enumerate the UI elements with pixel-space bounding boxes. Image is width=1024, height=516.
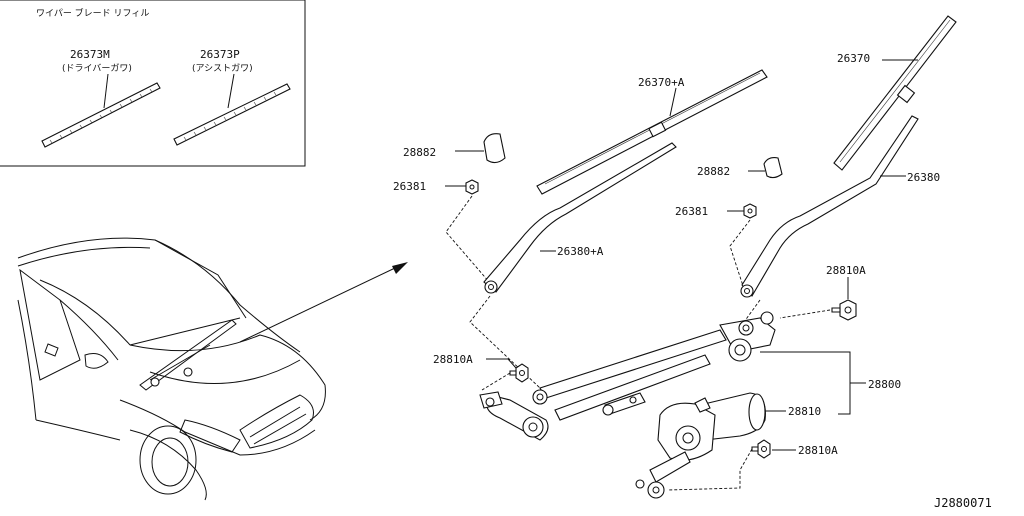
wiper-motor: [635, 392, 766, 499]
label-blade-right: 26370: [837, 52, 870, 65]
label-cap-left: 28882: [403, 146, 436, 159]
label-refill-driver-note: (ドライバーガワ): [62, 63, 132, 74]
nut-left: [465, 179, 479, 195]
wiper-blade-right: [833, 15, 957, 171]
bolt-bottom-right: [751, 439, 771, 459]
leader-bolt-left-2: [507, 358, 517, 369]
refill-strip-assist: [173, 83, 291, 146]
dashed-guide-arm-left: [469, 295, 541, 389]
bolt-top-right: [831, 299, 857, 321]
bolt-left: [509, 363, 529, 383]
label-arm-left: 26380+A: [557, 245, 604, 258]
label-arm-right: 26380: [907, 171, 940, 184]
label-blade-left: 26370+A: [638, 76, 685, 89]
dashed-guide-bolt-bottom-right: [667, 448, 753, 491]
label-bolt-top-right: 28810A: [826, 264, 866, 277]
label-cap-right: 28882: [697, 165, 730, 178]
label-bolt-left: 28810A: [433, 353, 473, 366]
wiper-blade-left: [536, 69, 768, 195]
label-nut-left: 26381: [393, 180, 426, 193]
inset-border: [0, 0, 306, 167]
pointer-line: [239, 267, 396, 343]
diagram-id: J2880071: [934, 496, 992, 510]
label-refill-driver: 26373M: [70, 48, 110, 61]
leader-blade-left: [669, 87, 677, 117]
label-motor: 28810: [788, 405, 821, 418]
refill-inset: ワイパー ブレード リフィル 26373M (ドライバーガワ) 26373P (…: [0, 0, 306, 167]
dashed-guide-bolt-top-right: [779, 309, 831, 319]
dashed-guide-nut-left: [445, 195, 491, 284]
wiper-arm-left: [483, 142, 677, 294]
leader-refill-assist: [227, 73, 235, 109]
label-assembly: 28800: [868, 378, 901, 391]
arrow-head-icon: [392, 262, 408, 274]
refill-strip-driver: [41, 82, 161, 148]
label-refill-assist-note: (アシストガワ): [192, 63, 253, 74]
label-bolt-bottom-right: 28810A: [798, 444, 838, 457]
dashed-guide-nut-right: [729, 219, 751, 293]
inset-title: ワイパー ブレード リフィル: [36, 7, 149, 19]
label-refill-assist: 26373P: [200, 48, 240, 61]
dashed-guide-bolt-left: [481, 372, 511, 391]
cap-right: [763, 157, 783, 179]
nut-right: [743, 203, 757, 219]
leader-refill-driver: [103, 73, 109, 109]
cap-left: [483, 133, 506, 164]
dashed-guide-arm-right: [743, 299, 761, 323]
label-nut-right: 26381: [675, 205, 708, 218]
vehicle-sketch: [17, 237, 408, 501]
wiper-arm-right: [740, 115, 919, 298]
wiper-linkage: [479, 311, 776, 441]
